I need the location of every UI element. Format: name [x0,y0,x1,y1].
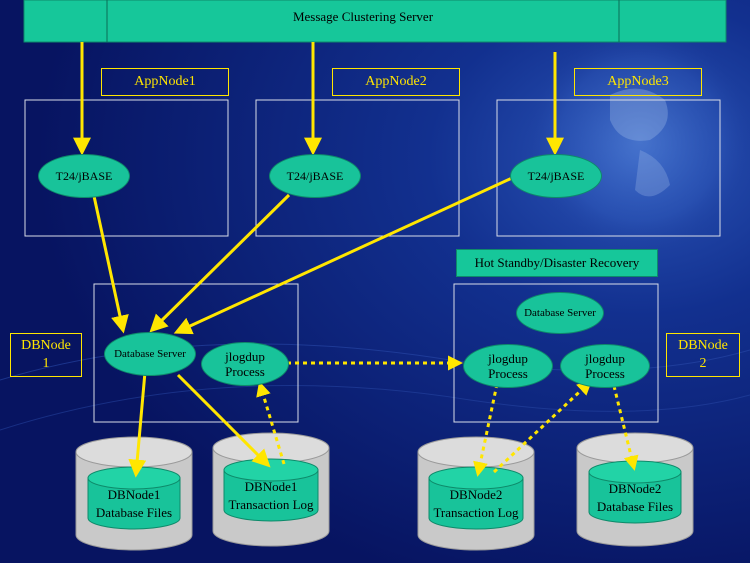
globe-graphic [525,25,750,255]
dotted-arrow-translog-to-jlogdup1 [256,381,286,465]
dbnode2-jlogdup-process-a: jlogdup Process [463,344,553,388]
appnode1-label: AppNode1 [101,68,229,96]
dbnode1-database-files-label: DBNode1 Database Files [82,484,186,524]
server-title: Message Clustering Server [292,9,434,24]
dbnode2-label-line1: DBNode [678,338,728,353]
dbnode1-jlogdup-process: jlogdup Process [201,342,289,386]
arrow-dbserver-to-dbfiles [128,371,147,478]
globe-continent [610,88,668,141]
dbnode2-transaction-log-cylinder [417,436,535,551]
dbnode2-transaction-log-label: DBNode2 Transaction Log [423,484,529,524]
jlogdup-label-line2: Process [225,364,265,379]
appnode3-label: AppNode3 [574,68,702,96]
dbnode2-jlogdup-process-b: jlogdup Process [560,344,650,388]
jlogdup-label-line1: jlogdup [585,351,625,366]
arrow-appnode3-to-dbserver [173,176,513,335]
dotted-arrow-translog2-to-jlogdup3 [492,379,593,474]
appnode1-t24-process: T24/jBASE [38,154,130,198]
arrow-appnode1-to-dbserver [92,195,129,334]
dbnode1-transaction-log-label: DBNode1 Transaction Log [218,476,324,516]
jlogdup-label-line2: Process [488,366,528,381]
dbnode1-label-line1: DBNode [21,338,71,353]
dbnode2-label-line2: 2 [699,356,707,371]
cylinder-label-line2: Database Files [596,499,674,514]
dbnode1-label: DBNode 1 [10,333,82,377]
jlogdup-label-line2: Process [585,366,625,381]
hot-standby-label: Hot Standby/Disaster Recovery [456,249,658,277]
dbnode1-label-line2: 1 [42,356,50,371]
dbnode2-database-files-cylinder [576,432,694,547]
dbnode1-transaction-log-cylinder [212,432,330,547]
message-clustering-server-bar [23,0,727,43]
cylinder-label-line2: Transaction Log [228,497,314,512]
dbnode2-database-server: Database Server [516,292,604,334]
dbnode2-box [453,283,659,423]
cylinder-label-line1: DBNode2 [449,487,503,502]
appnode3-box [496,99,721,237]
jlogdup-label-line1: jlogdup [488,351,528,366]
process-label: T24/jBASE [286,168,344,183]
appnode1-box [24,99,229,237]
database-server-label: Database Server [524,307,596,319]
arrow-dbserver-to-translog [176,373,271,468]
process-label: T24/jBASE [527,168,585,183]
appnode2-t24-process: T24/jBASE [269,154,361,198]
appnode2-box [255,99,460,237]
cylinder-label-line2: Database Files [95,505,173,520]
cylinder-label-line1: DBNode2 [608,481,662,496]
process-label: T24/jBASE [55,168,113,183]
cylinder-label-line1: DBNode1 [107,487,161,502]
globe-continent [635,150,670,197]
appnode3-t24-process: T24/jBASE [510,154,602,198]
dbnode1-box [93,283,299,423]
cylinder-label-line2: Transaction Log [433,505,519,520]
jlogdup-label-line1: jlogdup [225,349,265,364]
arrow-appnode2-to-dbserver [149,193,291,333]
dbnode2-database-files-label: DBNode2 Database Files [582,478,688,518]
cylinder-label-line1: DBNode1 [244,479,298,494]
appnode2-label: AppNode2 [332,68,460,96]
dbnode1-database-files-cylinder [75,436,193,551]
dotted-arrow-jlogdup3-to-dbfiles2 [612,385,639,471]
dbnode1-database-server: Database Server [104,332,196,376]
database-server-label: Database Server [114,348,186,360]
background-swoosh [0,384,750,431]
dbnode2-label: DBNode 2 [666,333,740,377]
